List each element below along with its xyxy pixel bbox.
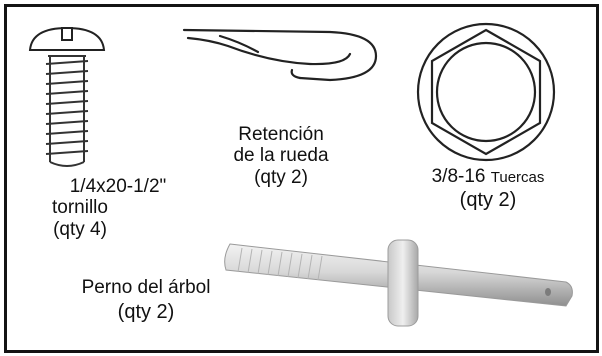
screw-qty: (qty 4) xyxy=(53,218,107,240)
hex-nut-icon xyxy=(416,22,556,162)
retention-qty: (qty 2) xyxy=(254,166,308,188)
nut-label: 3/8-16 Tuercas (qty 2) xyxy=(404,166,572,212)
nut-spec: 3/8-16 xyxy=(431,166,486,187)
parts-diagram-frame xyxy=(4,4,599,353)
axle-bolt-name: Perno del árbol xyxy=(81,277,211,298)
retention-label: Retención de la rueda (qty 2) xyxy=(206,124,356,188)
screw-spec: 1/4x20-1/2" xyxy=(69,176,167,197)
nut-spec-line: 3/8-16 Tuercas xyxy=(404,166,572,187)
screw-label: 1/4x20-1/2" tornillo (qty 4) xyxy=(28,176,208,240)
screw-name: tornillo xyxy=(52,197,108,219)
retention-name-line1: Retención xyxy=(238,124,324,145)
axle-bolt-qty: (qty 2) xyxy=(117,301,175,324)
screw-icon xyxy=(28,26,106,167)
axle-bolt-icon xyxy=(224,239,573,327)
hitch-pin-clip-icon xyxy=(182,28,378,82)
nut-name: Tuercas xyxy=(490,169,545,186)
axle-bolt-label: Perno del árbol (qty 2) xyxy=(56,277,236,324)
retention-name-line2: de la rueda xyxy=(233,145,329,167)
nut-qty: (qty 2) xyxy=(459,189,517,212)
